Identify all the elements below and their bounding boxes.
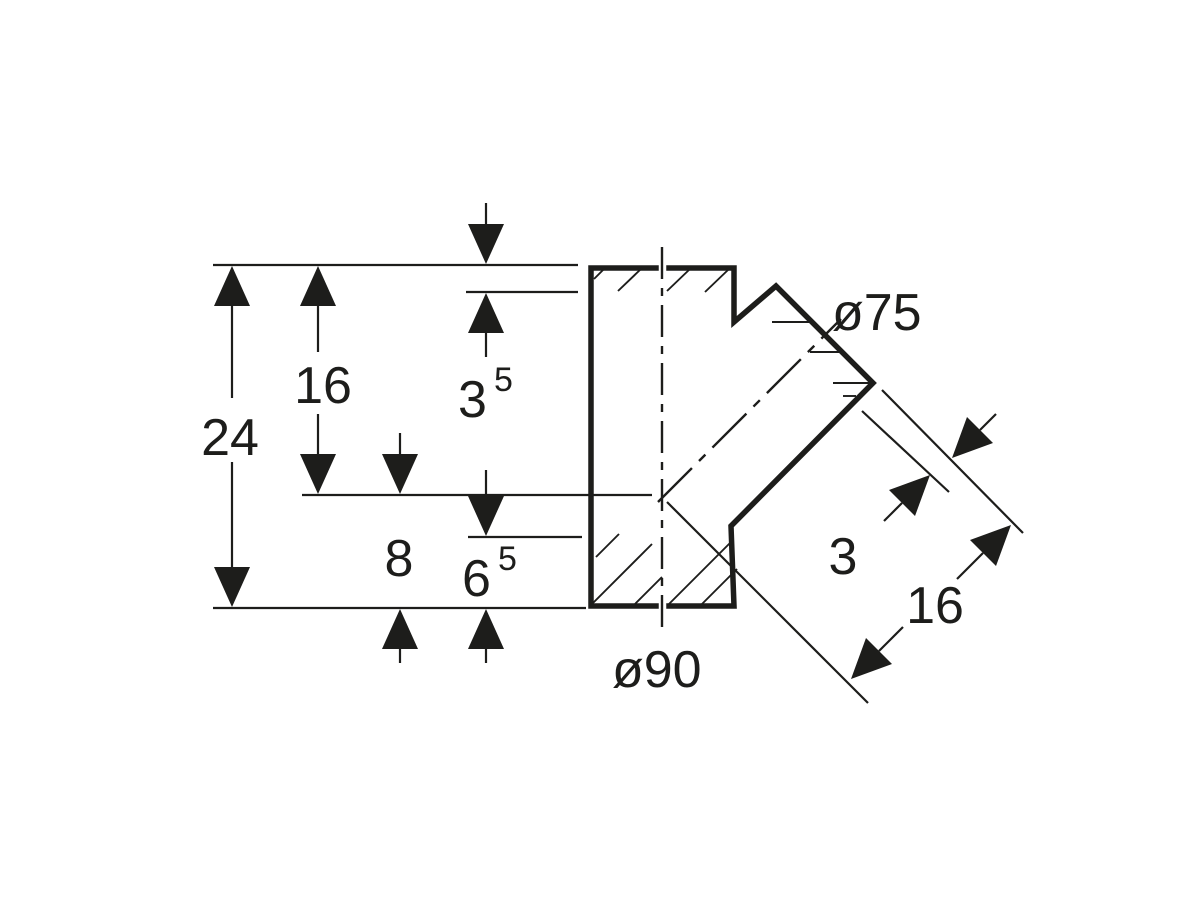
- arrowhead-up: [214, 266, 250, 306]
- dimension-total-height: 24: [201, 266, 259, 607]
- dimension-line: [956, 552, 984, 580]
- hatch-stroke: [595, 533, 620, 558]
- centerlines: [657, 247, 842, 633]
- dimension-line: [878, 626, 904, 652]
- dimension-label-24: 24: [201, 409, 259, 467]
- arrowhead-diagonal: [970, 525, 1011, 566]
- dimension-label-16-branch: 16: [906, 577, 964, 635]
- extension-line-branch-inner: [861, 410, 950, 493]
- arrowhead-down: [214, 567, 250, 607]
- hatch-stroke: [668, 541, 732, 605]
- arrowhead-down: [468, 496, 504, 536]
- dimension-branch-wall: 3: [829, 413, 997, 586]
- arrowhead-diagonal: [851, 638, 892, 679]
- arrowhead-up: [300, 266, 336, 306]
- hatch-stroke: [593, 267, 606, 280]
- extension-line-branch-root: [666, 501, 869, 704]
- arrowhead-down: [300, 454, 336, 494]
- dimension-label-8: 8: [385, 530, 414, 588]
- hatch-stroke: [700, 568, 738, 606]
- section-hatching: [592, 267, 871, 606]
- arrowhead-down: [468, 224, 504, 264]
- part-outline-left-half: [588, 265, 659, 609]
- extension-line-branch-face: [881, 389, 1024, 534]
- dimension-lower-section: 8: [382, 433, 418, 663]
- label-branch-diameter: ø75: [832, 284, 922, 342]
- dimension-branch-length: 16: [851, 525, 1011, 679]
- dimension-label-16: 16: [294, 357, 352, 415]
- extension-lines: [213, 263, 1024, 704]
- arrowhead-up: [382, 609, 418, 649]
- hatch-stroke: [666, 267, 692, 292]
- hatch-stroke: [617, 267, 643, 292]
- dimension-line: [883, 502, 903, 522]
- arrowhead-down: [382, 454, 418, 494]
- arrowhead-up: [468, 609, 504, 649]
- hatch-stroke: [592, 543, 653, 604]
- arrowhead-diagonal: [889, 475, 930, 516]
- hatch-stroke: [634, 576, 663, 605]
- label-body-diameter: ø90: [612, 641, 702, 699]
- dimension-label-3: 3: [829, 528, 858, 586]
- dimension-upper-section: 16: [294, 266, 352, 494]
- hatch-stroke: [704, 268, 730, 293]
- dimension-line: [979, 413, 997, 431]
- branch-centerline: [657, 318, 842, 503]
- arrowhead-diagonal: [952, 417, 993, 458]
- arrowhead-up: [468, 293, 504, 333]
